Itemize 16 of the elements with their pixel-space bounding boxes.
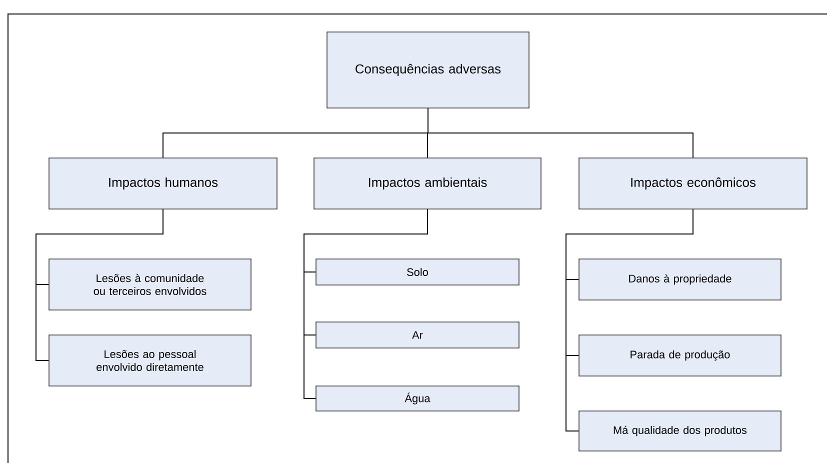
item-box: Água <box>316 386 520 412</box>
root-box: Consequências adversas <box>326 32 530 108</box>
item-box: Má qualidade dos produtos <box>578 410 782 452</box>
connector-line <box>428 108 694 158</box>
item-box: Danos à propriedade <box>578 258 782 300</box>
connector-line <box>304 208 428 399</box>
category-box: Impactos econômicos <box>578 158 808 210</box>
item-box: Ar <box>316 322 520 348</box>
connector-line <box>36 208 164 361</box>
category-box: Impactos humanos <box>48 158 278 210</box>
item-box: Solo <box>316 258 520 286</box>
category-box: Impactos ambientais <box>314 158 542 210</box>
item-box: Lesões ao pessoal envolvido diretamente <box>48 334 252 386</box>
item-box: Parada de produção <box>578 334 782 376</box>
connector-line <box>566 208 694 432</box>
item-box: Lesões à comunidade ou terceiros envolvidos <box>48 258 252 310</box>
